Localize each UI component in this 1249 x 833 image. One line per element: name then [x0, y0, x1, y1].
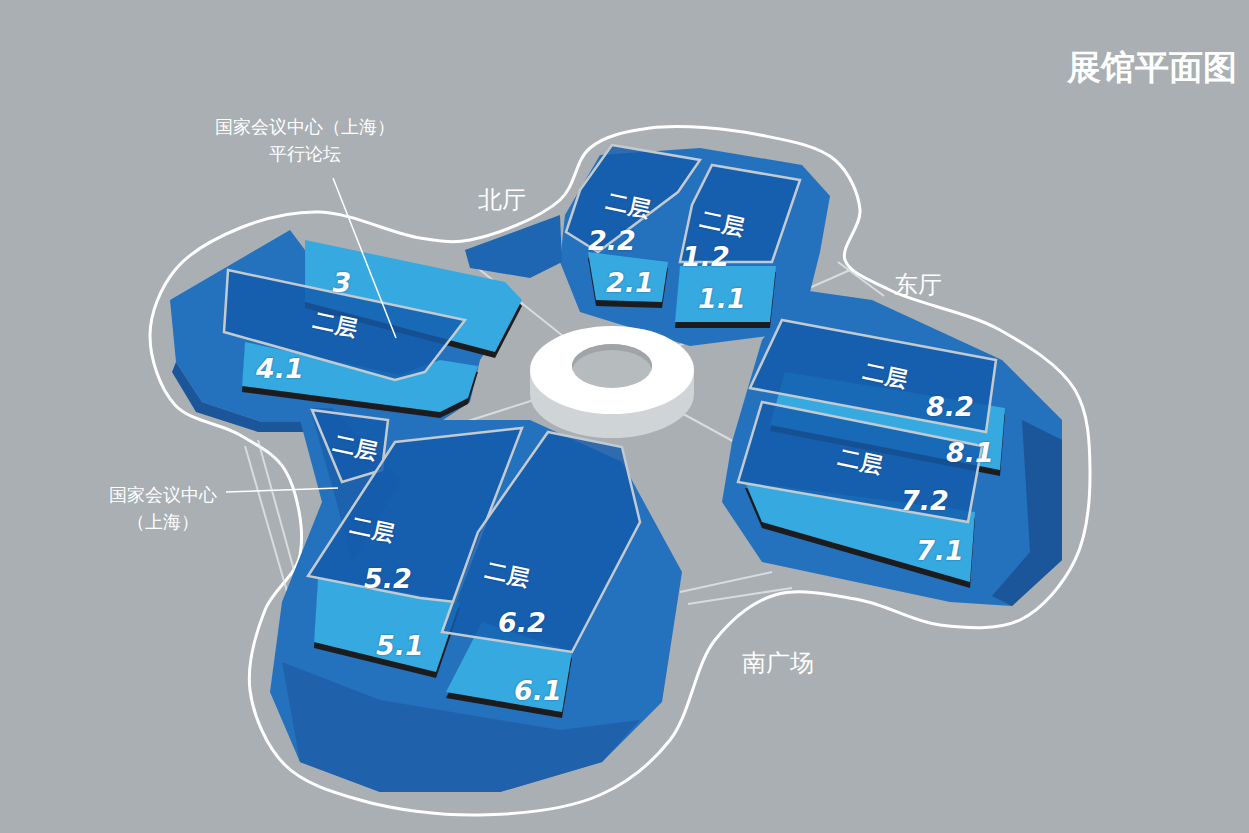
- map-title: 展馆平面图: [1067, 50, 1237, 84]
- hall-number: 8.1: [946, 439, 994, 466]
- hall-number: 5.2: [364, 565, 412, 592]
- hall-number: 1.1: [698, 285, 746, 312]
- callout-label: 国家会议中心 （上海）: [102, 481, 224, 535]
- ring-hole: [572, 344, 652, 388]
- walkway-line: [245, 446, 290, 602]
- wing-bases: [170, 148, 1062, 792]
- walkway-line: [838, 262, 884, 296]
- upper-floor-hall: 二层7.2: [738, 402, 982, 522]
- leader-line: [333, 178, 396, 338]
- walkway-line: [680, 572, 772, 592]
- wing-wall: [992, 420, 1062, 606]
- area-label: 东厅: [878, 267, 958, 303]
- walkway-line: [688, 588, 792, 604]
- hall-number: 6.2: [498, 609, 546, 636]
- hall-number: 6.1: [514, 677, 562, 704]
- hall-number: 5.1: [376, 632, 424, 659]
- callout-label: 国家会议中心（上海） 平行论坛: [211, 113, 399, 167]
- hall-number: 7.1: [916, 537, 964, 564]
- hall-number: 3: [333, 269, 352, 296]
- north-hall-block: [465, 215, 562, 278]
- area-label: 南广场: [723, 645, 833, 681]
- exhibition-hall: 2.1: [588, 252, 668, 302]
- upper-floor-outline: [442, 432, 640, 652]
- upper-floor-hall: 二层2.2: [566, 145, 700, 252]
- upper-floor-outline: [224, 270, 465, 380]
- east-wing: [722, 290, 1062, 606]
- ring-hole-shadow: [572, 344, 652, 372]
- hall-floor: [675, 266, 776, 322]
- central-ring: [530, 326, 694, 438]
- hall-floor: [588, 252, 668, 302]
- upper-floor-hall: 二层1.2: [680, 165, 800, 262]
- hall-number: 2.1: [606, 269, 654, 296]
- leader-line: [226, 488, 338, 492]
- ring-top: [530, 326, 694, 414]
- area-label: 北厅: [462, 182, 542, 218]
- hall-number: 7.2: [901, 487, 949, 514]
- exhibition-hall: 1.1: [675, 266, 776, 322]
- site-outline: [150, 127, 1090, 816]
- upper-floor-outline: [738, 402, 982, 522]
- hall-number: 4.1: [256, 355, 304, 382]
- hall-number: 2.2: [588, 227, 636, 254]
- hall-number: 8.2: [926, 393, 974, 420]
- upper-floor-hall: 二层6.2: [442, 432, 640, 652]
- hall-number: 1.2: [682, 243, 730, 270]
